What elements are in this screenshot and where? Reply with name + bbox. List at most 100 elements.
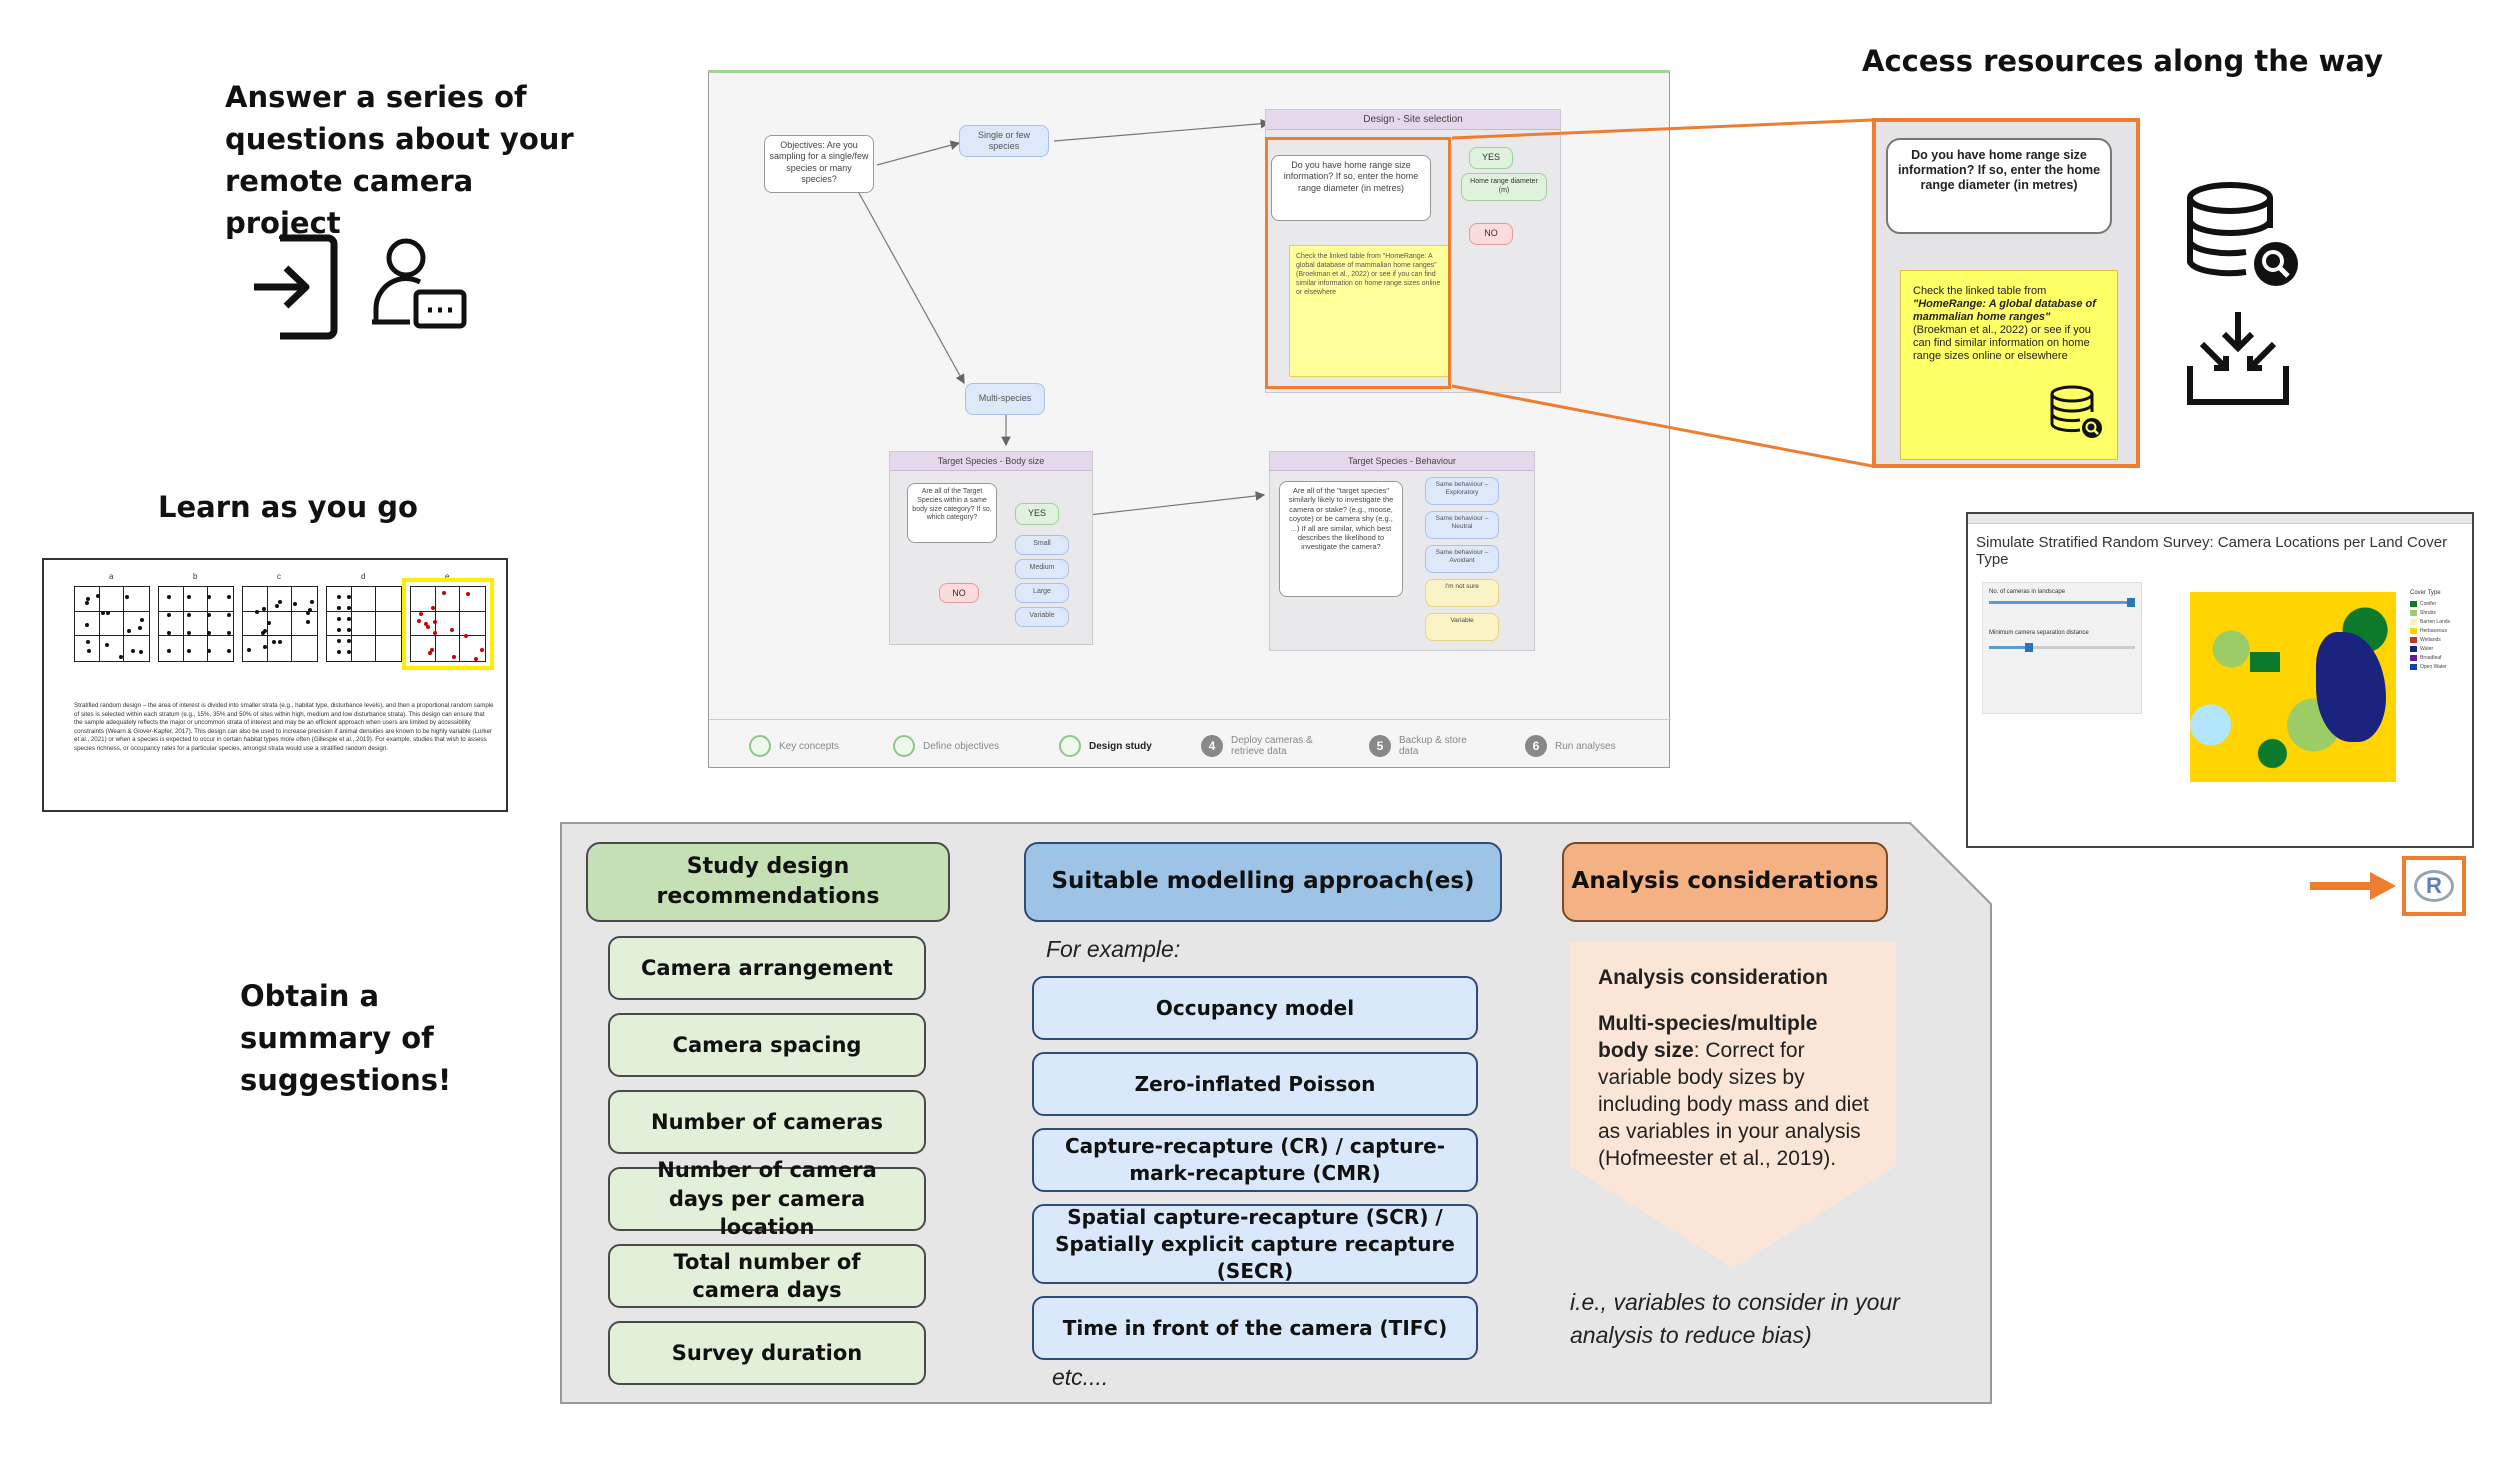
camera-dot (337, 617, 341, 621)
recommendation-item: Number of camera days per camera locatio… (608, 1158, 926, 1239)
camera-dot (277, 600, 282, 605)
size-option: Large (1015, 583, 1069, 603)
legend-label: Wetlands (2420, 636, 2441, 643)
size-option: Variable (1015, 607, 1069, 627)
grid-letter: a (109, 572, 114, 581)
step-number: 6 (1525, 735, 1547, 757)
learn-caption: Stratified random design – the area of i… (74, 702, 494, 752)
camera-dot (167, 613, 171, 617)
camera-dot (127, 629, 132, 634)
camera-dot (125, 595, 130, 600)
design-grid-row: a b c d e (74, 572, 494, 686)
camera-dot (347, 595, 351, 599)
slider2[interactable] (1989, 643, 2135, 652)
camera-dot (274, 603, 279, 608)
camera-dot (104, 642, 109, 647)
camera-dot (473, 656, 478, 661)
camera-dot (227, 649, 231, 653)
legend-label: Open Water (2420, 663, 2447, 670)
model-item: Zero-inflated Poisson (1032, 1052, 1478, 1116)
camera-dot (100, 610, 105, 615)
camera-dot (207, 649, 211, 653)
camera-dot (187, 595, 191, 599)
camera-dot (187, 613, 191, 617)
learn-heading: Learn as you go (158, 490, 418, 524)
legend-label: Barren Lands (2420, 618, 2451, 625)
legend-swatch (2410, 600, 2417, 607)
camera-dot (227, 595, 231, 599)
camera-dot (247, 648, 252, 653)
body-size-question-node: Are all of the Target Species within a s… (907, 483, 997, 543)
camera-dot (450, 628, 455, 633)
progress-step[interactable]: Design study (1059, 735, 1152, 757)
camera-dot (207, 595, 211, 599)
behaviour-title: Target Species - Behaviour (1270, 452, 1534, 471)
legend-item: Shrubs (2410, 608, 2470, 617)
analysis-text: : Correct for variable body sizes by inc… (1598, 1039, 1869, 1170)
grid-letter: b (193, 572, 198, 581)
zoom-note-prefix: Check the linked table from (1913, 285, 2047, 297)
camera-dot (451, 654, 456, 659)
legend-swatch (2410, 645, 2417, 652)
progress-step[interactable]: Key concepts (749, 735, 839, 757)
legend-title: Cover Type (2410, 590, 2441, 596)
camera-dot (167, 649, 171, 653)
legend-swatch (2410, 636, 2417, 643)
shiny-sidebar: No. of cameras in landscape Minimum came… (1982, 582, 2142, 714)
login-icon (254, 234, 338, 340)
home-range-input-node: Home range diameter (m) (1461, 173, 1547, 201)
grid-letter: e (445, 572, 450, 581)
camera-dot (428, 651, 433, 655)
camera-dot (227, 613, 231, 617)
camera-dot (139, 649, 144, 654)
legend-label: Broadleaf (2420, 654, 2442, 661)
legend-label: Herbaceous (2420, 627, 2447, 634)
bodysize-yes-node: YES (1015, 503, 1059, 525)
progress-step[interactable]: Define objectives (893, 735, 999, 757)
step-label: Design study (1089, 740, 1152, 752)
step-label: Backup & store data (1399, 735, 1467, 757)
camera-dot (426, 624, 431, 629)
zoom-sticky-note: Check the linked table from "HomeRange: … (1900, 270, 2118, 460)
camera-dot (187, 631, 191, 635)
progress-steps: Key concepts Define objectives Design stud… (709, 729, 1671, 765)
grid-letter: c (277, 572, 281, 581)
analysis-bold: Multi-species/multiple body size (1598, 1012, 1818, 1062)
slider1[interactable] (1989, 598, 2135, 607)
yes-node: YES (1469, 147, 1513, 169)
camera-dot (86, 649, 91, 654)
design-grid (74, 586, 150, 662)
objectives-node: Objectives: Are you sampling for a singl… (764, 135, 874, 193)
multi-species-node: Multi-species (965, 383, 1045, 415)
legend-swatch (2410, 609, 2417, 616)
body-size-title: Target Species - Body size (890, 452, 1092, 471)
camera-dot (261, 607, 266, 612)
step-label: Define objectives (923, 740, 1000, 752)
recommendation-item: Survey duration (608, 1321, 926, 1385)
design-grid (326, 586, 402, 662)
legend-item: Open Water (2410, 662, 2470, 671)
behaviour-option: Same behaviour – Avoidant (1425, 545, 1499, 573)
grid-letter: d (361, 572, 366, 581)
camera-dot (167, 595, 171, 599)
camera-dot (308, 607, 313, 612)
step-label: Deploy cameras & retrieve data (1231, 735, 1313, 757)
arrow-right-icon (2310, 872, 2396, 900)
bodysize-no-node: NO (939, 583, 979, 603)
behaviour-option: Same behaviour – Exploratory (1425, 477, 1499, 505)
modelling-header: Suitable modelling approach(es) (1024, 842, 1502, 922)
camera-dot (139, 618, 144, 623)
camera-dot (137, 626, 142, 631)
behaviour-option: Same behaviour – Neutral (1425, 511, 1499, 539)
camera-dot (419, 612, 424, 617)
database-search-icon (2187, 182, 2298, 286)
site-selection-title: Design - Site selection (1266, 110, 1560, 130)
import-icon (2187, 312, 2289, 405)
camera-dot (337, 639, 341, 643)
